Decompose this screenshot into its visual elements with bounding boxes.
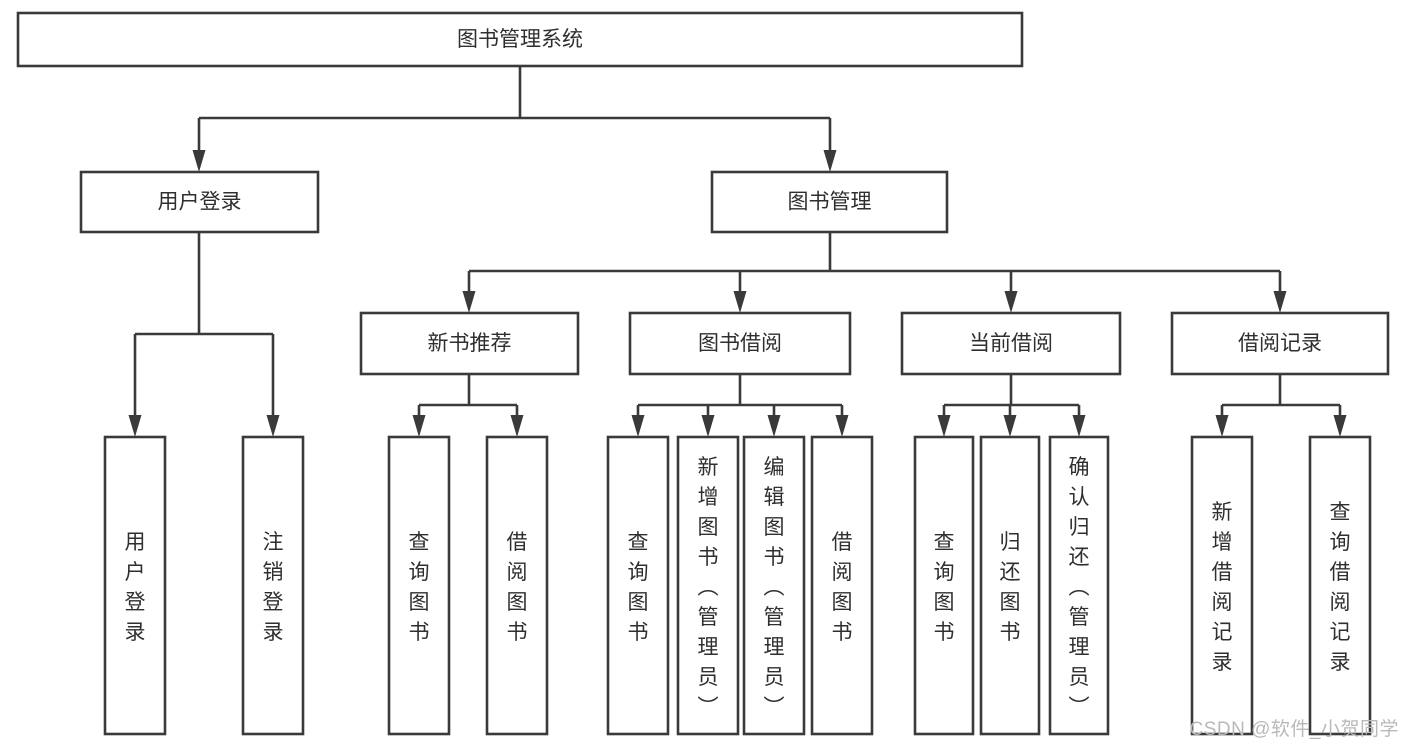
- connector-group-current-borrow: [937, 374, 1086, 437]
- node-box[interactable]: [79, 170, 320, 234]
- node-label: 注销登录: [263, 531, 284, 644]
- node-leaf-cur-confirm-return[interactable]: 确认归还︵管理员︶: [1048, 435, 1110, 736]
- arrow-head-icon: [1215, 415, 1229, 437]
- node-box[interactable]: [359, 311, 580, 376]
- node-box[interactable]: [913, 435, 975, 736]
- node-box[interactable]: [710, 170, 949, 234]
- node-label: 新书推荐: [428, 332, 512, 355]
- node-leaf-cur-return-book[interactable]: 归还图书: [979, 435, 1041, 736]
- node-box[interactable]: [1170, 311, 1390, 376]
- connector-layer: [128, 66, 1347, 437]
- node-label: 新增借阅记录: [1212, 501, 1233, 674]
- arrow-head-icon: [823, 150, 837, 172]
- node-box[interactable]: [485, 435, 549, 736]
- node-root[interactable]: 图书管理系统: [16, 11, 1024, 68]
- node-label: 用户登录: [158, 191, 242, 214]
- connector-group-borrow-record: [1215, 374, 1347, 437]
- node-leaf-borrow-edit-book[interactable]: 编辑图书︵管理员︶: [742, 435, 806, 736]
- connector-group-new-book-rec: [412, 374, 524, 437]
- node-label: 编辑图书︵管理员︶: [764, 456, 785, 719]
- connector-group-root: [192, 66, 837, 172]
- node-box[interactable]: [1308, 435, 1372, 736]
- arrow-head-icon: [266, 415, 280, 437]
- arrow-head-icon: [1003, 415, 1017, 437]
- node-label: 借阅图书: [507, 531, 528, 644]
- node-label: 查询借阅记录: [1330, 501, 1351, 674]
- node-leaf-rec-query-record[interactable]: 查询借阅记录: [1308, 435, 1372, 736]
- node-leaf-borrow-borrow-book[interactable]: 借阅图书: [810, 435, 874, 736]
- node-new-book-rec[interactable]: 新书推荐: [359, 311, 580, 376]
- arrow-head-icon: [1333, 415, 1347, 437]
- node-label: 归还图书: [1000, 531, 1021, 644]
- node-label: 查询图书: [934, 531, 955, 644]
- node-leaf-user-login[interactable]: 用户登录: [103, 435, 167, 736]
- node-label: 查询图书: [409, 531, 430, 644]
- node-label: 新增图书︵管理员︶: [698, 456, 719, 719]
- node-book-borrow[interactable]: 图书借阅: [628, 311, 852, 376]
- node-label: 用户登录: [125, 531, 146, 644]
- node-book-manage[interactable]: 图书管理: [710, 170, 949, 234]
- node-leaf-user-logout[interactable]: 注销登录: [241, 435, 305, 736]
- node-label: 借阅图书: [832, 531, 853, 644]
- node-label: 图书管理: [788, 191, 872, 214]
- node-label: 确认归还︵管理员︶: [1069, 456, 1090, 719]
- node-leaf-rec-borrow-book[interactable]: 借阅图书: [485, 435, 549, 736]
- node-label: 查询图书: [628, 531, 649, 644]
- node-leaf-borrow-query-book[interactable]: 查询图书: [606, 435, 670, 736]
- arrow-head-icon: [631, 415, 645, 437]
- node-current-borrow[interactable]: 当前借阅: [900, 311, 1122, 376]
- arrow-head-icon: [192, 150, 206, 172]
- node-label: 借阅记录: [1238, 332, 1322, 355]
- arrow-head-icon: [1004, 291, 1018, 313]
- node-box[interactable]: [16, 11, 1024, 68]
- node-box[interactable]: [1190, 435, 1254, 736]
- node-box[interactable]: [979, 435, 1041, 736]
- arrow-head-icon: [835, 415, 849, 437]
- node-leaf-rec-add-record[interactable]: 新增借阅记录: [1190, 435, 1254, 736]
- arrow-head-icon: [412, 415, 426, 437]
- node-label: 当前借阅: [969, 332, 1053, 355]
- connector-group-book-manage: [462, 232, 1287, 313]
- node-box[interactable]: [810, 435, 874, 736]
- arrow-head-icon: [733, 291, 747, 313]
- node-box[interactable]: [628, 311, 852, 376]
- arrow-head-icon: [1072, 415, 1086, 437]
- node-box[interactable]: [742, 435, 806, 736]
- connector-group-book-borrow: [631, 374, 849, 437]
- node-label: 图书借阅: [698, 332, 782, 355]
- node-box[interactable]: [241, 435, 305, 736]
- arrow-head-icon: [767, 415, 781, 437]
- node-borrow-record[interactable]: 借阅记录: [1170, 311, 1390, 376]
- node-label: 图书管理系统: [457, 28, 583, 51]
- node-box[interactable]: [387, 435, 451, 736]
- node-box[interactable]: [1048, 435, 1110, 736]
- node-layer: 图书管理系统用户登录图书管理新书推荐图书借阅当前借阅借阅记录用户登录注销登录查询…: [16, 11, 1390, 736]
- arrow-head-icon: [128, 415, 142, 437]
- arrow-head-icon: [701, 415, 715, 437]
- node-leaf-cur-query-book[interactable]: 查询图书: [913, 435, 975, 736]
- arrow-head-icon: [937, 415, 951, 437]
- node-box[interactable]: [676, 435, 740, 736]
- node-leaf-rec-query-book[interactable]: 查询图书: [387, 435, 451, 736]
- arrow-head-icon: [510, 415, 524, 437]
- node-user-login[interactable]: 用户登录: [79, 170, 320, 234]
- node-box[interactable]: [606, 435, 670, 736]
- arrow-head-icon: [462, 291, 476, 313]
- node-box[interactable]: [103, 435, 167, 736]
- arrow-head-icon: [1273, 291, 1287, 313]
- node-leaf-borrow-add-book[interactable]: 新增图书︵管理员︶: [676, 435, 740, 736]
- node-box[interactable]: [900, 311, 1122, 376]
- connector-group-user-login: [128, 232, 280, 437]
